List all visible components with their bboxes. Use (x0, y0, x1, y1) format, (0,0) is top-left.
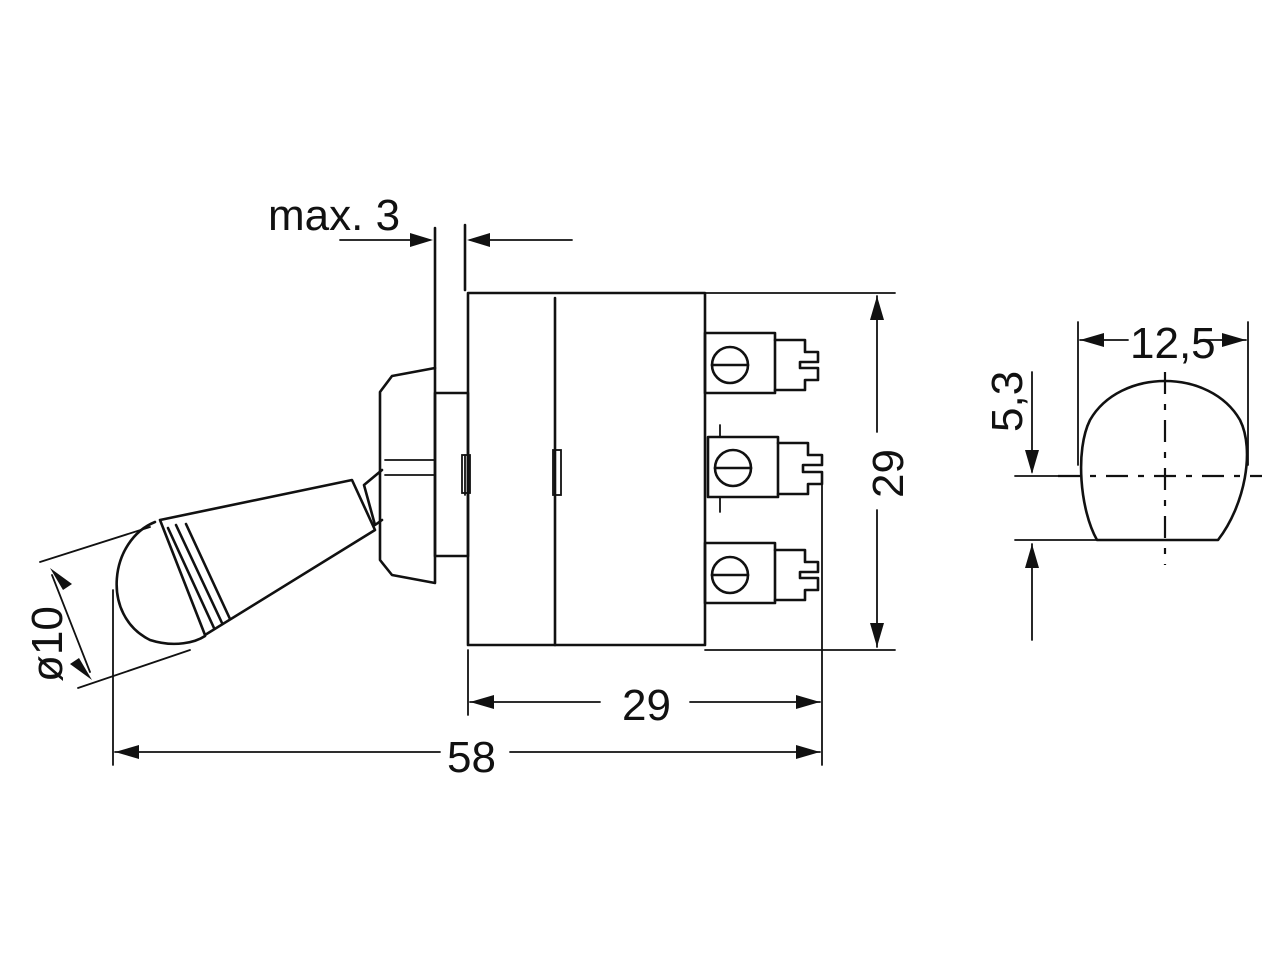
dim-max3-label: max. 3 (268, 191, 400, 240)
body-outline (466, 291, 707, 647)
dim-hole-width: 12,5 (1077, 319, 1249, 466)
dim-knob-diameter-label: ø10 (23, 606, 72, 682)
dim-knob-diameter: ø10 (23, 526, 191, 689)
lever-knob (115, 520, 207, 646)
mounting-nut (378, 366, 470, 585)
dim-overall-length-label: 58 (447, 733, 496, 782)
switch-body (461, 291, 896, 651)
toggle-lever (115, 468, 384, 646)
dim-body-length: 29 (467, 479, 823, 766)
dim-body-height: 29 (864, 295, 913, 648)
dim-hole-flat-label: 5,3 (983, 371, 1032, 432)
mounting-hole-outline (1079, 379, 1249, 542)
dim-overall-length: 58 (112, 589, 821, 782)
side-view: max. 3 29 58 29 (23, 191, 913, 782)
mounting-hole-view: 12,5 5,3 (983, 319, 1262, 641)
dim-body-length-label: 29 (622, 681, 671, 730)
dim-hole-width-label: 12,5 (1130, 319, 1216, 368)
dim-body-height-label: 29 (864, 449, 913, 498)
dim-max3: max. 3 (268, 191, 573, 247)
terminal-screws (703, 331, 824, 605)
dim-hole-flat: 5,3 (983, 371, 1101, 641)
terminal-middle (706, 424, 824, 513)
terminal-top (703, 331, 820, 395)
terminal-bottom (703, 541, 820, 605)
